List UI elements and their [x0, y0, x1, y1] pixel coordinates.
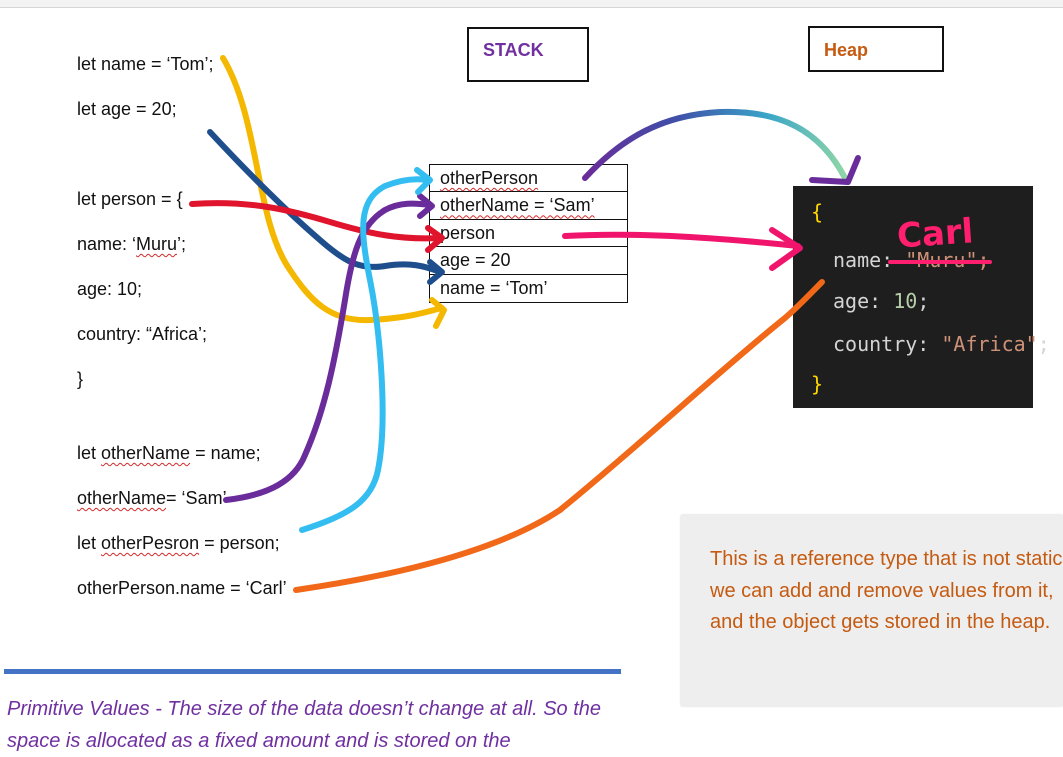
code-line-person-name: name: ‘Muru’;: [77, 233, 186, 255]
heap-close-brace: }: [811, 372, 824, 396]
code-line-othername: let otherName = name;: [77, 442, 261, 464]
stack-cell-text: otherPerson: [440, 168, 539, 188]
arrow-orange-carl: [293, 279, 825, 593]
arrow-purple-head: [417, 193, 435, 219]
code-text: ’;: [177, 234, 187, 254]
code-text: = name;: [190, 443, 261, 463]
code-line-otherperson: let otherPesron = person;: [77, 532, 280, 554]
stack-cell-text: age = 20: [440, 250, 511, 271]
stack-table: otherPerson otherName = ‘Sam’ person age…: [429, 164, 628, 303]
code-text-squiggled: Muru: [136, 234, 178, 254]
code-text-squiggled: otherPesron: [101, 533, 200, 553]
stack-cell-age: age = 20: [430, 247, 627, 275]
arrow-red-head: [425, 225, 445, 253]
code-text: name: ‘: [77, 234, 137, 254]
heap-age-key: age:: [833, 289, 894, 313]
heap-age-value: 10: [893, 289, 918, 313]
stack-cell-otherperson: otherPerson: [430, 165, 627, 193]
code-text: = person;: [199, 533, 280, 553]
heap-age-line: age: 10;: [833, 289, 929, 313]
arrow-gradient-otherperson-heap: [582, 108, 848, 181]
arrow-gradient-head: [809, 155, 861, 185]
code-text-squiggled: otherName: [77, 488, 167, 508]
window-top-bar: [0, 0, 1063, 8]
arrow-yellow-head: [429, 297, 447, 329]
arrow-pink-head: [769, 227, 803, 271]
code-text: = ‘Sam’: [166, 488, 227, 508]
stack-cell-text: person: [440, 222, 496, 243]
stack-cell-person: person: [430, 220, 627, 248]
heap-name-key: name:: [833, 248, 906, 272]
code-line-close-brace: }: [77, 369, 84, 389]
arrow-yellow-name: [220, 55, 445, 324]
stack-title: STACK: [483, 40, 544, 60]
code-line-person: let person = {: [77, 189, 183, 209]
arrow-navy-age: [207, 129, 443, 275]
reference-type-note: This is a reference type that is not sta…: [710, 548, 1063, 633]
code-text-squiggled: otherName: [101, 443, 191, 463]
arrow-navy-head: [427, 259, 445, 285]
heap-title-box: Heap: [808, 26, 944, 72]
code-text: let: [77, 533, 102, 553]
arrow-purple-othername: [223, 200, 433, 503]
heap-country-key: country:: [833, 332, 942, 356]
section-divider: [4, 669, 621, 674]
stack-cell-othername: otherName = ‘Sam’: [430, 192, 627, 220]
arrow-cyan-otherperson: [299, 176, 431, 533]
heap-country-value: "Africa": [941, 332, 1038, 356]
arrow-pink-reference: [562, 231, 801, 249]
code-line-age: let age = 20;: [77, 99, 177, 119]
code-line-person-country: country: “Africa’;: [77, 324, 208, 344]
arrow-cyan-head: [414, 167, 433, 195]
heap-country-line: country: "Africa";: [833, 332, 1050, 356]
heap-open-brace: {: [811, 200, 824, 224]
heap-object-panel: { name: "Muru"; age: 10; country: "Afric…: [793, 186, 1050, 408]
stack-cell-text: name = ‘Tom’: [440, 277, 548, 298]
primitive-values-note: Primitive Values - The size of the data …: [7, 698, 602, 752]
stack-title-box: STACK: [467, 27, 589, 82]
heap-age-end: ;: [917, 289, 930, 313]
heap-country-end: ;: [1037, 332, 1050, 356]
stack-cell-text: otherName = ‘Sam’: [440, 195, 595, 216]
reference-type-note-box: This is a reference type that is not sta…: [681, 515, 1063, 706]
heap-title: Heap: [824, 40, 869, 60]
code-line-person-age: age: 10;: [77, 279, 143, 299]
code-line-otherperson-name: otherPerson.name = ‘Carl’: [77, 578, 287, 598]
code-line-name: let name = ‘Tom’;: [77, 54, 214, 74]
code-text: let: [77, 443, 102, 463]
code-line-othername-assign: otherName= ‘Sam’: [77, 487, 227, 509]
arrow-red-person: [189, 200, 443, 242]
stack-cell-name: name = ‘Tom’: [430, 275, 627, 302]
